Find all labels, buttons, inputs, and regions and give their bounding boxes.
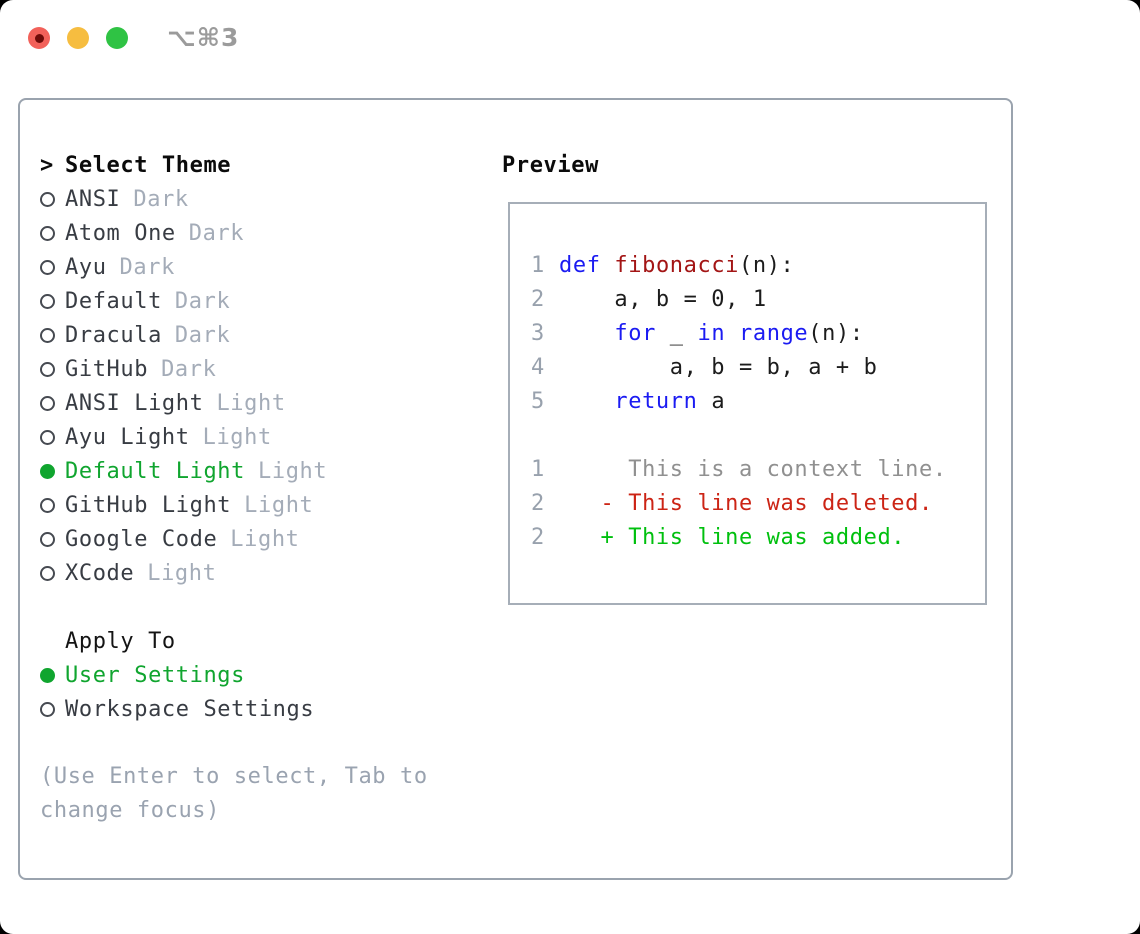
code-line: 4 a, b = b, a + b xyxy=(531,355,878,380)
radio-unselected-icon xyxy=(40,531,55,547)
zoom-button[interactable] xyxy=(106,27,128,49)
apply-to-header: Apply To xyxy=(65,628,176,654)
radio-unselected-icon xyxy=(40,327,55,343)
code-line: 3 for _ in range(n): xyxy=(531,321,864,346)
close-button[interactable] xyxy=(28,27,50,49)
radio-unselected-icon xyxy=(40,395,55,411)
radio-unselected-icon xyxy=(40,225,55,241)
select-theme-header: Select Theme xyxy=(65,152,232,178)
window-title: ⌥⌘3 xyxy=(167,23,240,52)
radio-unselected-icon xyxy=(40,259,55,275)
traffic-lights xyxy=(28,27,128,49)
keyboard-hint: (Use Enter to select, Tab to change focu… xyxy=(40,764,428,823)
radio-unselected-icon xyxy=(40,293,55,309)
diff-deleted-line: 2 - This line was deleted. xyxy=(531,491,933,516)
radio-unselected-icon xyxy=(40,497,55,513)
blank-line xyxy=(531,423,985,457)
diff-context-line: 1 This is a context line. xyxy=(531,457,947,482)
apply-to-header-row: Apply To xyxy=(40,624,490,658)
titlebar: ⌥⌘3 xyxy=(0,0,1140,98)
code-line: 5 return a xyxy=(531,389,726,414)
spacer xyxy=(40,590,490,624)
preview-header: Preview xyxy=(502,152,599,178)
radio-selected-icon xyxy=(40,667,55,683)
close-dot-icon xyxy=(34,33,44,43)
radio-selected-icon xyxy=(40,463,55,479)
code-line: 2 a, b = 0, 1 xyxy=(531,287,767,312)
minimize-button[interactable] xyxy=(67,27,89,49)
apply-option-workspace-settings[interactable]: Workspace Settings xyxy=(40,692,490,726)
radio-unselected-icon xyxy=(40,191,55,207)
radio-unselected-icon xyxy=(40,565,55,581)
radio-unselected-icon xyxy=(40,361,55,377)
radio-unselected-icon xyxy=(40,429,55,445)
diff-added-line: 2 + This line was added. xyxy=(531,525,906,550)
select-theme-header-row: > Select Theme xyxy=(40,148,490,182)
apply-option-user-settings[interactable]: User Settings xyxy=(40,658,490,692)
preview-header-row: Preview xyxy=(502,148,1011,182)
selection-pointer-icon: > xyxy=(40,152,54,178)
radio-unselected-icon xyxy=(40,701,55,717)
